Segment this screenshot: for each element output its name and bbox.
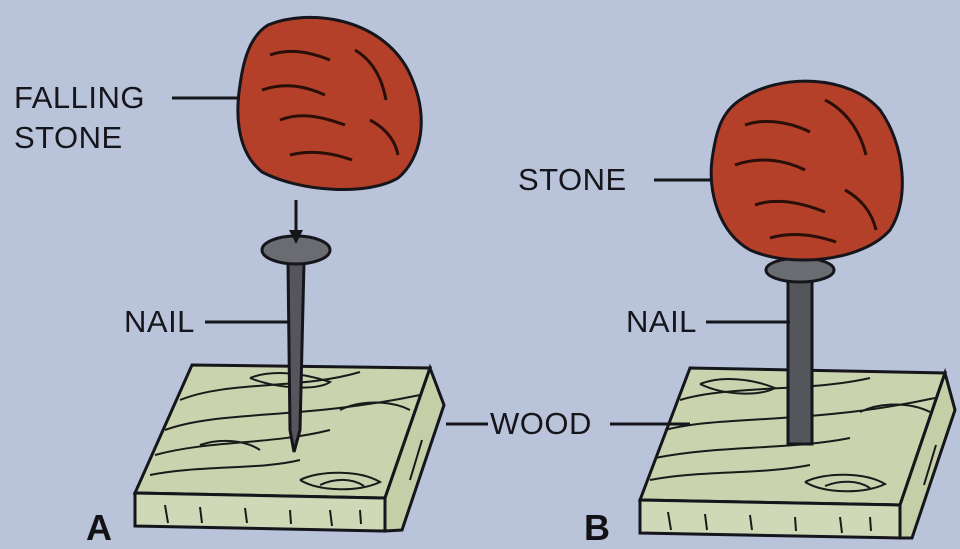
- stone-label-b: STONE: [518, 161, 627, 199]
- stone-b: [711, 81, 902, 260]
- panel-label-b: B: [584, 508, 610, 548]
- wood-label: WOOD: [490, 405, 592, 443]
- nail-label-a: NAIL: [124, 303, 195, 341]
- panel-label-a: A: [86, 508, 112, 548]
- falling-stone-label-line1: FALLING: [14, 79, 145, 117]
- falling-stone-label-line2: STONE: [14, 119, 123, 157]
- nail-label-b: NAIL: [626, 303, 697, 341]
- falling-stone: [238, 17, 421, 189]
